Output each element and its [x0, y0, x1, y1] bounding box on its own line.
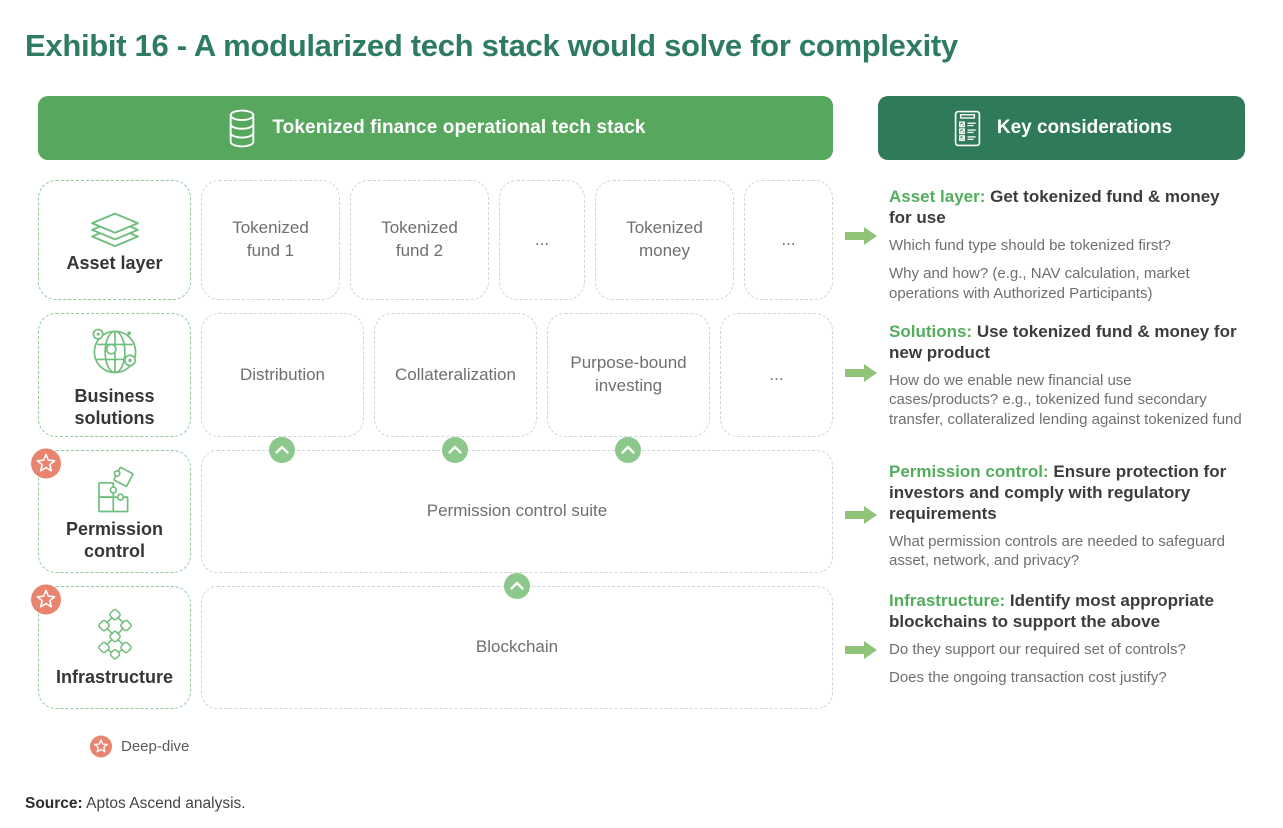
stack-rows: Asset layer Tokenized fund 1 Tokenized f… — [31, 180, 833, 709]
section-point: Which fund type should be tokenized firs… — [889, 237, 1171, 255]
box-tokenized-fund-1: Tokenized fund 1 — [201, 180, 340, 300]
arrow-right-icon — [845, 363, 878, 383]
section-point: What permission controls are needed to s… — [889, 533, 1226, 570]
section-term: Infrastructure: — [889, 591, 1006, 610]
section-point: Do they support our required set of cont… — [889, 641, 1186, 659]
chevron-up-icon — [615, 437, 641, 463]
row-label: Asset layer — [66, 252, 163, 273]
box-ellipsis: ... — [720, 313, 833, 437]
box-distribution: Distribution — [201, 313, 364, 437]
deep-dive-legend-label: Deep-dive — [121, 738, 190, 755]
row-business-solutions: Business solutions Distribution Collater… — [38, 313, 833, 437]
section-point: Why and how? (e.g., NAV calculation, mar… — [889, 265, 1190, 302]
section-heading: Asset layer: Get tokenized fund & money … — [889, 186, 1245, 228]
box-ellipsis: ... — [744, 180, 833, 300]
section-term: Solutions: — [889, 322, 973, 341]
checklist-clipboard-icon — [951, 109, 984, 148]
arrow-right-icon — [845, 226, 878, 246]
row-label: Permission control — [65, 519, 164, 561]
deep-dive-star-icon — [31, 448, 61, 479]
asset-layer-label-box: Asset layer — [38, 180, 191, 300]
section-heading: Infrastructure: Identify most appropriat… — [889, 590, 1245, 632]
section-term: Asset layer: — [889, 187, 986, 206]
section-heading: Permission control: Ensure protection fo… — [889, 461, 1245, 524]
permission-control-label-box: Permission control — [38, 450, 191, 573]
section-heading: Solutions: Use tokenized fund & money fo… — [889, 321, 1245, 363]
row-label: Infrastructure — [55, 667, 174, 688]
stack-header-title: Tokenized finance operational tech stack — [272, 117, 646, 138]
puzzle-icon — [87, 460, 143, 514]
arrow-right-icon — [845, 505, 878, 525]
globe-network-icon — [85, 321, 145, 381]
box-tokenized-money: Tokenized money — [595, 180, 734, 300]
row-asset-layer: Asset layer Tokenized fund 1 Tokenized f… — [38, 180, 833, 300]
section-heading-text: Get tokenized fund & money for use — [889, 187, 1220, 228]
arrow-right-icon — [845, 640, 878, 660]
box-permission-control-suite: Permission control suite — [201, 450, 833, 573]
section-heading-text: Use tokenized fund & money for new produ… — [889, 322, 1237, 363]
source-note: Source: Aptos Ascend analysis. — [25, 795, 246, 813]
chevron-up-icon — [442, 437, 468, 463]
box-purpose-bound: Purpose-bound investing — [547, 313, 710, 437]
consideration-infrastructure: Infrastructure: Identify most appropriat… — [845, 590, 1245, 697]
box-blockchain: Blockchain — [201, 586, 833, 709]
consideration-solutions: Solutions: Use tokenized fund & money fo… — [845, 321, 1245, 438]
deep-dive-star-icon — [90, 735, 112, 758]
key-considerations-panel: Key considerations Asset layer: Get toke… — [845, 96, 1245, 756]
box-ellipsis: ... — [499, 180, 585, 300]
exhibit-title: Exhibit 16 - A modularized tech stack wo… — [25, 28, 958, 63]
section-term: Permission control: — [889, 462, 1049, 481]
row-permission-control: Permission control Permission control su… — [38, 450, 833, 573]
stack-header-bar: Tokenized finance operational tech stack — [38, 96, 833, 160]
section-heading-text: Identify most appropriate blockchains to… — [889, 591, 1214, 632]
considerations-header-title: Key considerations — [996, 117, 1173, 138]
deep-dive-star-icon — [31, 584, 61, 615]
row-label: Business solutions — [74, 385, 155, 428]
source-prefix: Source: — [25, 795, 83, 812]
infrastructure-label-box: Infrastructure — [38, 586, 191, 709]
section-point: How do we enable new financial use cases… — [889, 372, 1242, 428]
chevron-up-icon — [504, 573, 530, 599]
box-collateralization: Collateralization — [374, 313, 537, 437]
section-heading-text: Ensure protection for investors and comp… — [889, 462, 1227, 524]
database-icon — [225, 108, 259, 148]
blockchain-network-icon — [88, 606, 142, 662]
business-solutions-label-box: Business solutions — [38, 313, 191, 437]
section-point: Does the ongoing transaction cost justif… — [889, 669, 1167, 687]
tech-stack-panel: Tokenized finance operational tech stack… — [31, 96, 833, 758]
considerations-header-bar: Key considerations — [878, 96, 1245, 160]
consideration-permission-control: Permission control: Ensure protection fo… — [845, 461, 1245, 580]
source-text: Aptos Ascend analysis. — [82, 795, 246, 812]
box-tokenized-fund-2: Tokenized fund 2 — [350, 180, 489, 300]
chevron-up-icon — [269, 437, 295, 463]
row-infrastructure: Infrastructure Blockchain — [38, 586, 833, 709]
layers-icon — [86, 206, 144, 248]
consideration-asset-layer: Asset layer: Get tokenized fund & money … — [845, 186, 1245, 312]
deep-dive-legend: Deep-dive — [90, 735, 833, 758]
